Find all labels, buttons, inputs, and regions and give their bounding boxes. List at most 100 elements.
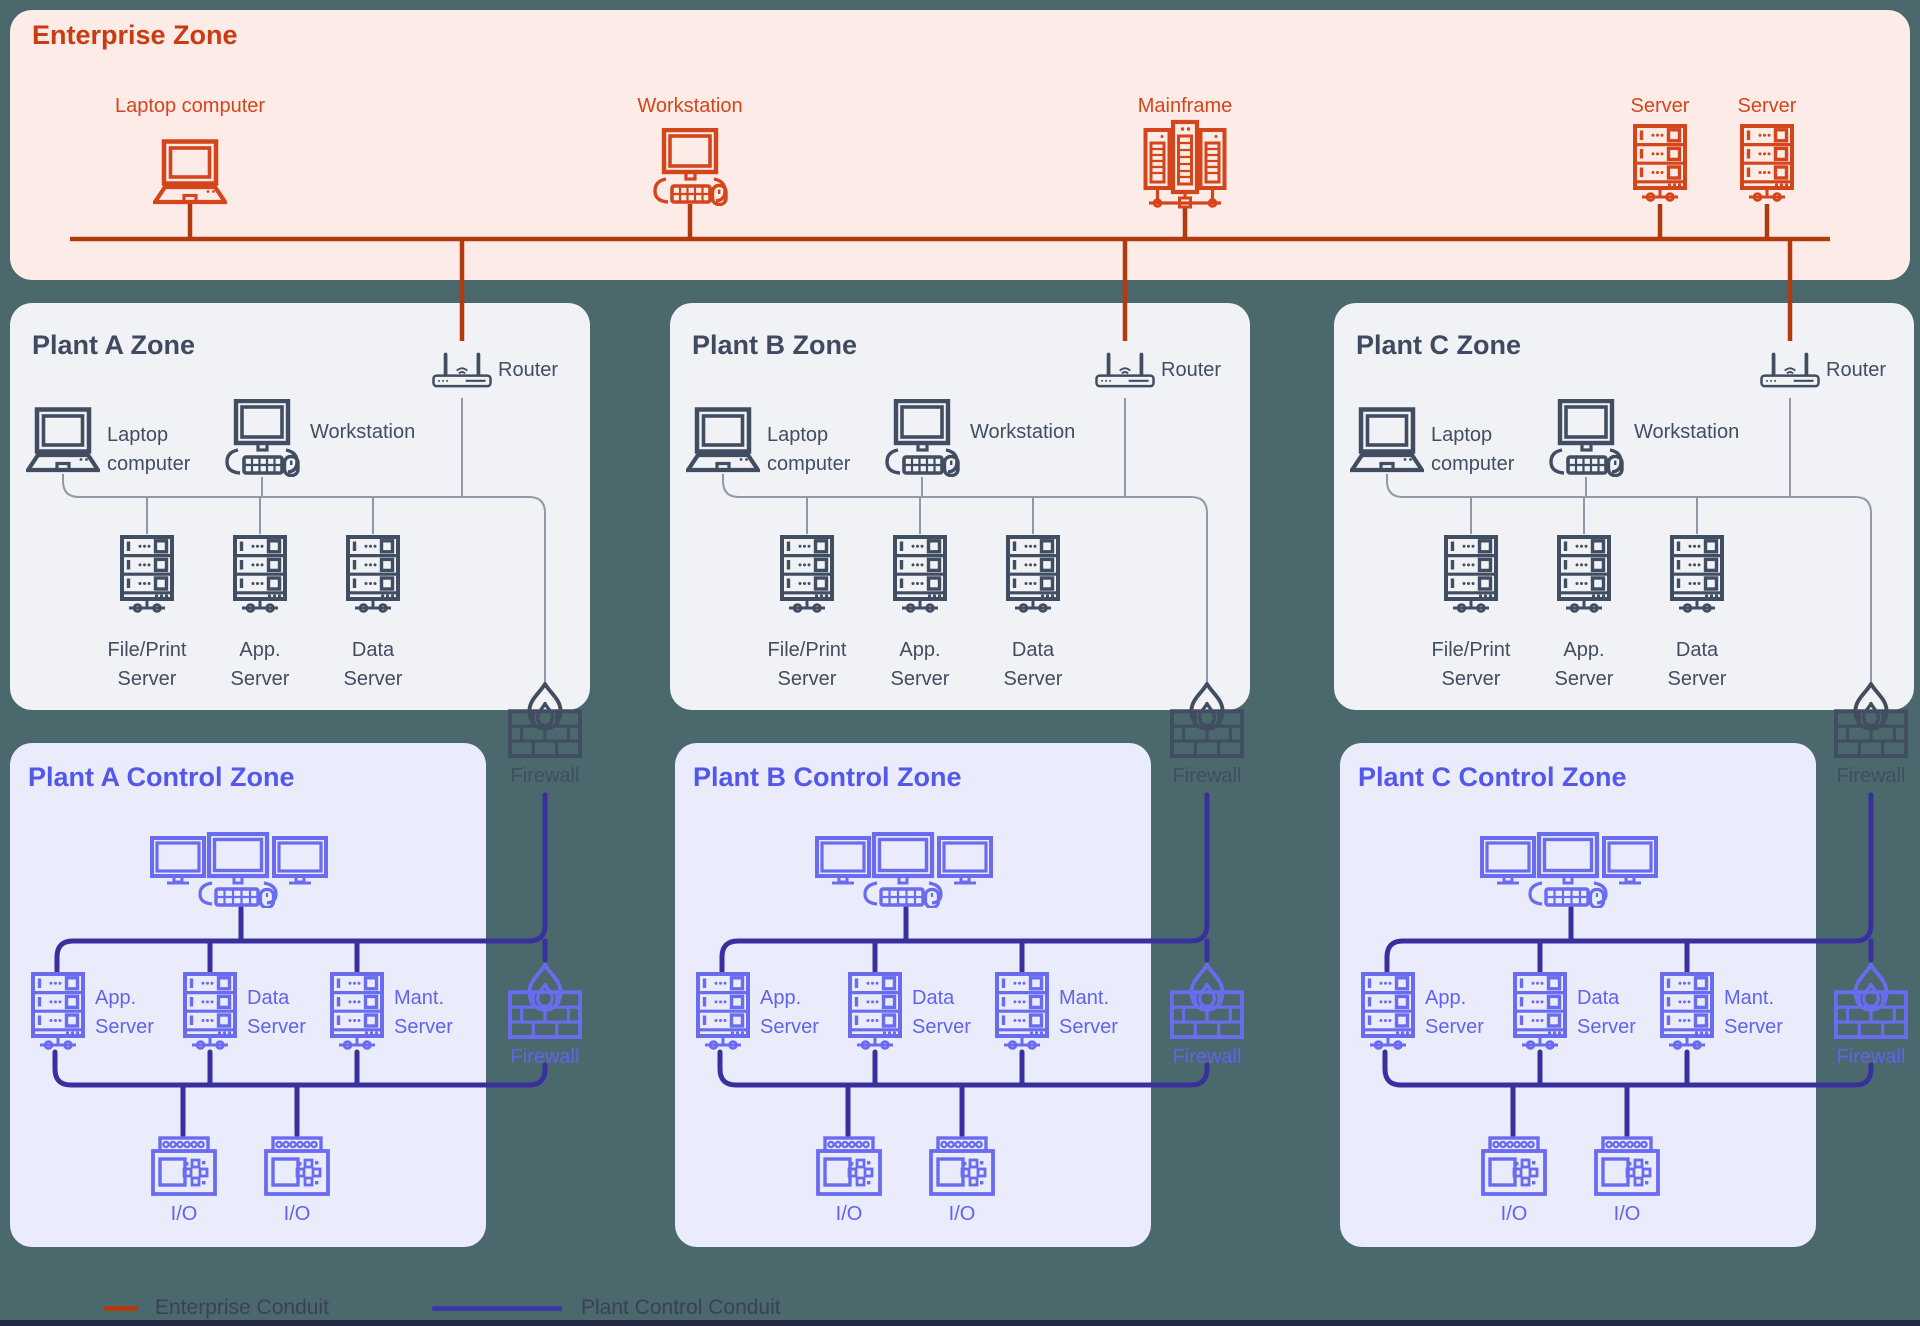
enterprise-device-label: Laptop computer (114, 95, 266, 117)
plant-control-zone-panel (10, 743, 486, 1247)
io-label: I/O (1613, 1203, 1641, 1225)
firewall-label: Firewall (1836, 1046, 1906, 1068)
firewall-label: Firewall (1172, 1046, 1242, 1068)
zone-server-label: App. Server (890, 639, 950, 690)
firewall-icon (1834, 962, 1908, 1040)
zone-server-label: Data Server (1003, 639, 1063, 690)
server-icon (31, 972, 85, 1054)
control-server-label: Mant. Server (394, 987, 453, 1038)
server-icon (995, 972, 1049, 1054)
firewall-icon (1834, 681, 1908, 759)
io-label: I/O (948, 1203, 976, 1225)
server-icon (346, 535, 400, 617)
control-server-label: App. Server (1425, 987, 1484, 1038)
server-icon (120, 535, 174, 617)
firewall-icon (508, 962, 582, 1040)
io-module-icon (929, 1136, 995, 1196)
plant-control-zone-panel (675, 743, 1151, 1247)
control-server-label: App. Server (760, 987, 819, 1038)
laptop-label: Laptop computer (1431, 424, 1515, 475)
mainframe-icon (1143, 118, 1227, 210)
conduit-path (62, 474, 546, 682)
conduit-path (719, 792, 1210, 974)
zone-server-label: Data Server (1667, 639, 1727, 690)
laptop-icon (26, 407, 100, 474)
server-icon (233, 535, 287, 617)
zone-server-label: File/Print Server (1431, 639, 1511, 690)
server-icon (696, 972, 750, 1054)
plant-zone-panel (670, 303, 1250, 710)
server-icon (1513, 972, 1567, 1054)
server-icon (1670, 535, 1724, 617)
workstation-label: Workstation (970, 421, 1076, 443)
server-icon (1740, 124, 1794, 206)
server-icon (1557, 535, 1611, 617)
server-icon (1361, 972, 1415, 1054)
router-icon (1759, 342, 1821, 398)
laptop-icon (153, 139, 227, 206)
workstation-icon (1548, 399, 1624, 477)
io-module-icon (1594, 1136, 1660, 1196)
plant-zone-panel (1334, 303, 1914, 710)
io-label: I/O (170, 1203, 198, 1225)
laptop-label: Laptop computer (767, 424, 851, 475)
plant-control-zone-title: Plant C Control Zone (1358, 762, 1627, 792)
io-label: I/O (1500, 1203, 1528, 1225)
enterprise-device-label: Server (1737, 95, 1797, 117)
laptop-icon (1350, 407, 1424, 474)
enterprise-conduit-swatch (104, 1306, 138, 1311)
plant-zone-title: Plant B Zone (692, 330, 858, 360)
plant-control-conduit-swatch (432, 1306, 562, 1311)
conduit-path (1382, 1049, 1874, 1088)
hmi-workstation-icon (150, 832, 328, 908)
control-server-label: Data Server (247, 987, 306, 1038)
conduit-path (717, 1049, 1210, 1088)
firewall-icon (508, 681, 582, 759)
laptop-label: Laptop computer (107, 424, 191, 475)
zone-server-label: App. Server (230, 639, 290, 690)
enterprise-device-label: Workstation (637, 95, 743, 117)
firewall-label: Firewall (510, 765, 580, 787)
control-server-label: Mant. Server (1724, 987, 1783, 1038)
firewall-icon (1170, 962, 1244, 1040)
bottom-edge-bar (0, 1320, 1920, 1326)
control-server-label: Data Server (912, 987, 971, 1038)
io-label: I/O (835, 1203, 863, 1225)
router-label: Router (1826, 359, 1887, 381)
zone-server-label: File/Print Server (767, 639, 847, 690)
workstation-icon (652, 128, 728, 206)
workstation-icon (884, 399, 960, 477)
server-icon (848, 972, 902, 1054)
control-server-label: Mant. Server (1059, 987, 1118, 1038)
io-module-icon (816, 1136, 882, 1196)
plant-control-zone-title: Plant B Control Zone (693, 762, 962, 792)
server-icon (893, 535, 947, 617)
enterprise-conduit-label: Enterprise Conduit (155, 1296, 329, 1319)
conduit-path (1386, 474, 1872, 682)
laptop-icon (686, 407, 760, 474)
conduit-path (52, 1049, 548, 1088)
enterprise-device-label: Server (1630, 95, 1690, 117)
io-label: I/O (283, 1203, 311, 1225)
firewall-label: Firewall (1836, 765, 1906, 787)
server-icon (1006, 535, 1060, 617)
workstation-icon (224, 399, 300, 477)
enterprise-zone-title: Enterprise Zone (32, 20, 238, 50)
conduit-path (1384, 792, 1874, 974)
plant-control-conduit-label: Plant Control Conduit (581, 1296, 781, 1319)
server-icon (1660, 972, 1714, 1054)
router-label: Router (498, 359, 559, 381)
server-icon (1633, 124, 1687, 206)
io-module-icon (1481, 1136, 1547, 1196)
firewall-label: Firewall (1172, 765, 1242, 787)
router-label: Router (1161, 359, 1222, 381)
zone-server-label: Data Server (343, 639, 403, 690)
router-icon (1094, 342, 1156, 398)
enterprise-zone-panel (10, 10, 1910, 280)
workstation-label: Workstation (1634, 421, 1740, 443)
plant-zone-title: Plant C Zone (1356, 330, 1522, 360)
enterprise-device-label: Mainframe (1137, 95, 1233, 117)
server-icon (1444, 535, 1498, 617)
plant-control-zone-title: Plant A Control Zone (28, 762, 295, 792)
